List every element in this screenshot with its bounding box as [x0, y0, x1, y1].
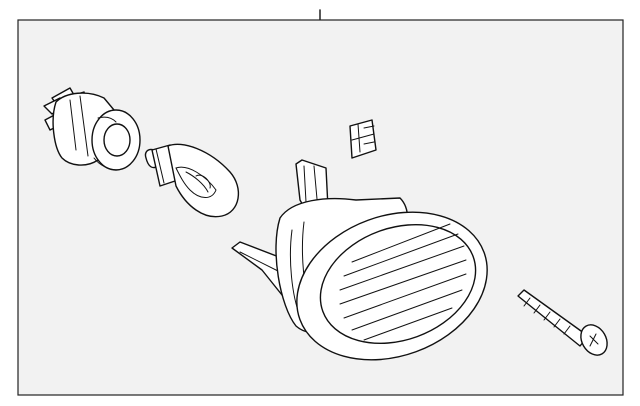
bulb-socket — [43, 87, 141, 171]
fog-lamp-assembly — [231, 159, 488, 361]
screw — [517, 289, 608, 356]
clip — [349, 119, 377, 159]
bulb — [144, 143, 240, 218]
